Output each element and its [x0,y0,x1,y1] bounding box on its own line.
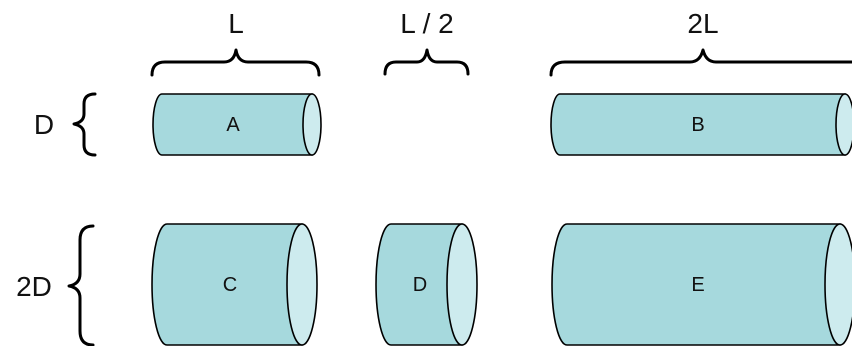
cylinder-label-c: C [223,274,237,296]
label-length-L: L [228,8,244,39]
brace-diameter-2D [67,224,95,346]
label-diameter-D: D [34,109,54,140]
label-length-half: L / 2 [400,8,453,39]
brace-length-L [150,48,321,77]
cylinder-c: C [151,223,318,346]
brace-length-half [383,48,470,76]
label-diameter-2D: 2D [16,271,52,302]
cylinder-a: A [152,93,322,156]
cylinder-b: B [550,93,852,156]
cylinder-e: E [551,223,852,346]
label-length-2L: 2L [687,8,718,39]
brace-diameter-D [72,92,97,157]
cylinder-label-e: E [691,274,704,296]
cylinder-label-a: A [226,114,240,136]
brace-length-2L [549,48,852,77]
cylinder-d: D [375,223,478,346]
cylinder-label-b: B [691,114,704,136]
cylinder-label-d: D [413,274,427,296]
